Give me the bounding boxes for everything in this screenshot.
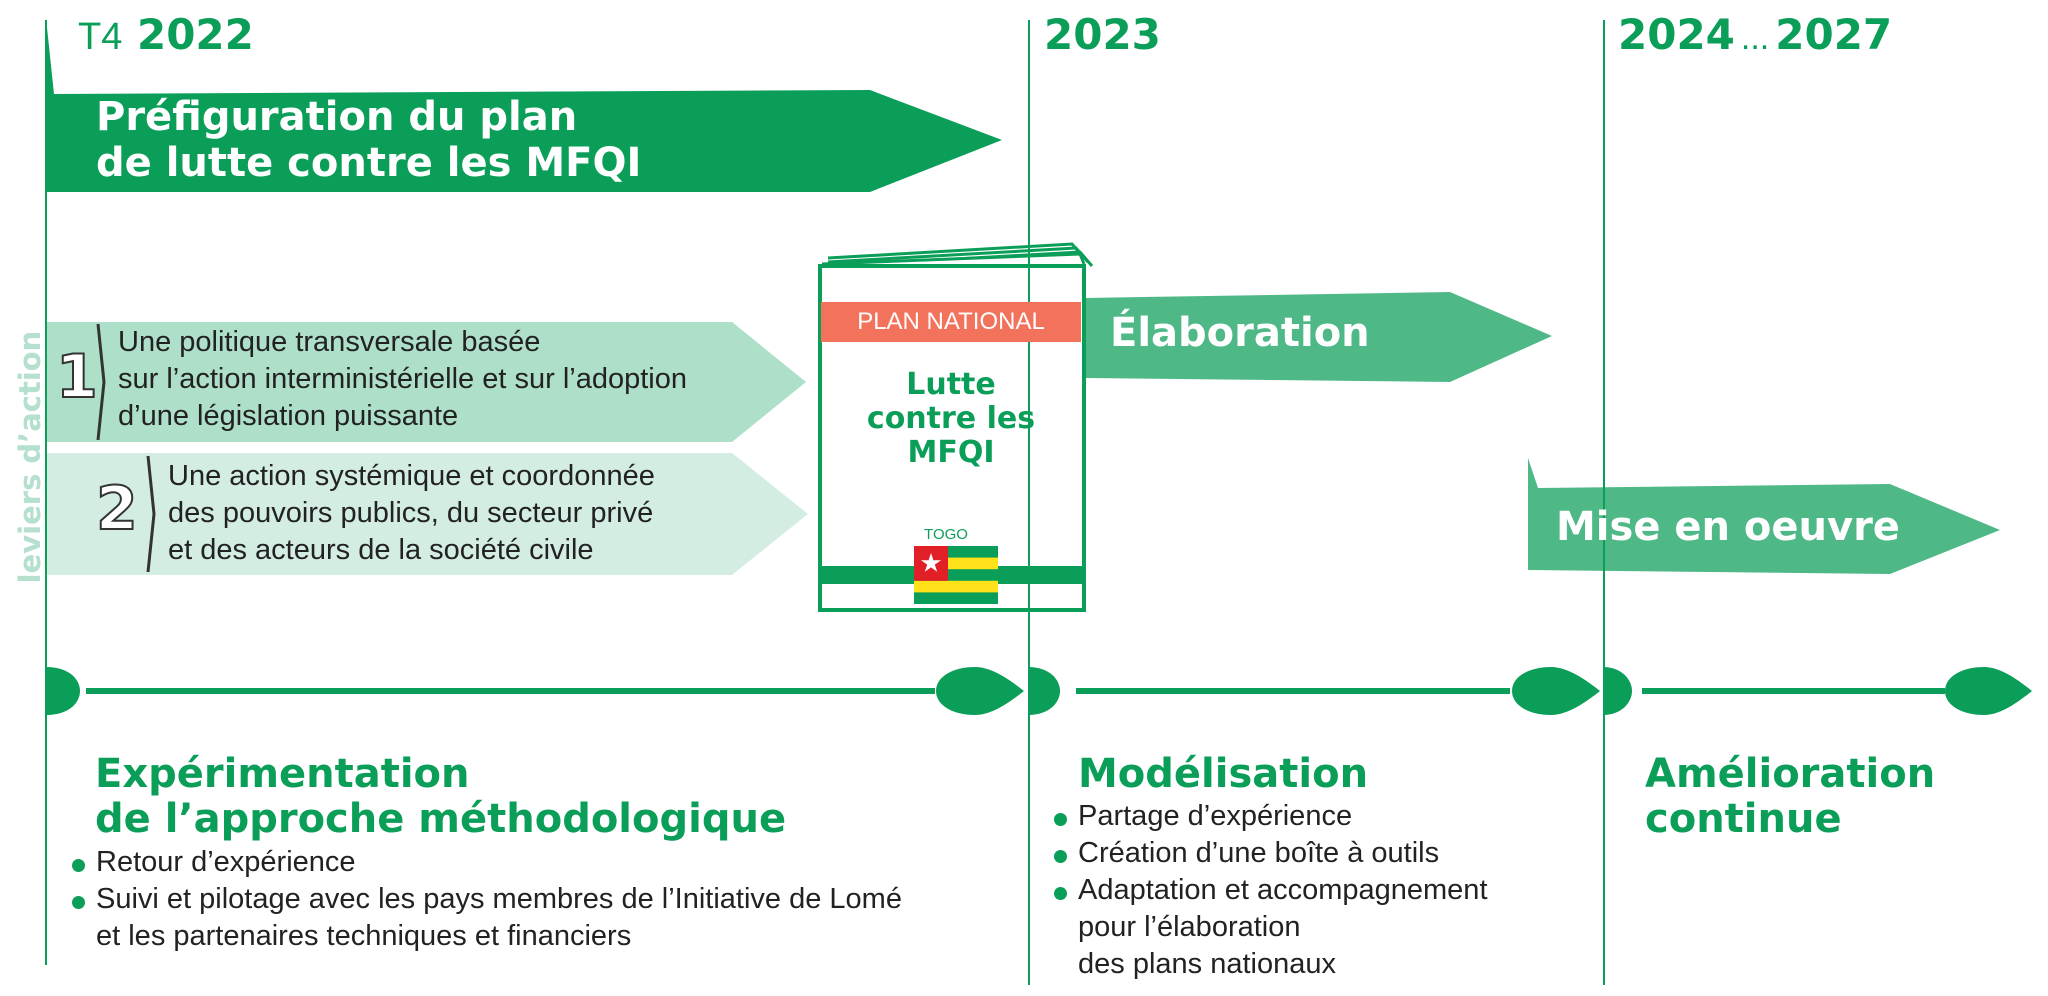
levers-vertical-label: leviers d’action	[13, 330, 47, 584]
bullet-text: des plans nationaux	[1078, 948, 1336, 980]
booklet-title-line: MFQI	[907, 435, 995, 470]
lever-2-number: 2	[95, 473, 139, 545]
togo-flag	[914, 546, 998, 604]
bullet-text: Retour d’expérience	[96, 846, 356, 878]
phase-2-bullets: Partage d’expérience Création d’une boît…	[1054, 798, 1488, 983]
booklet-title-line: Lutte	[906, 367, 996, 402]
phase-2-title-line: Modélisation	[1078, 751, 1369, 797]
lever-2-separator	[146, 455, 156, 573]
booklet-country-label: TOGO	[924, 526, 968, 543]
phase-3-title: Amélioration continue	[1645, 752, 1935, 842]
bullet-item: Adaptation et accompagnement pour l’élabo…	[1054, 872, 1488, 983]
lever-1-line: Une politique transversale basée	[118, 326, 541, 358]
year-divider-2023	[1028, 20, 1030, 985]
year-2022-label: T4 2022	[78, 10, 254, 59]
bullet-item: Partage d’expérience	[1054, 798, 1488, 835]
lever-1-text: Une politique transversale basée sur l’a…	[118, 324, 687, 435]
bullet-item: Création d’une boîte à outils	[1054, 835, 1488, 872]
lever-1-line: sur l’action interministérielle et sur l…	[118, 363, 687, 395]
phase-1-title-line: de l’approche méthodologique	[95, 796, 787, 842]
bullet-text: Partage d’expérience	[1078, 800, 1353, 832]
lever-1-number: 1	[55, 341, 99, 413]
lever-2-line: et des acteurs de la société civile	[168, 534, 594, 566]
bullet-text: Création d’une boîte à outils	[1078, 837, 1440, 869]
year-2022: 2022	[136, 10, 254, 59]
phase-1-bullets: Retour d’expérience Suivi et pilotage av…	[72, 844, 902, 955]
elaboration-label: Élaboration	[1110, 310, 1370, 356]
year-divider-2022	[45, 20, 47, 965]
bullet-text: pour l’élaboration	[1078, 911, 1301, 943]
year-2023: 2023	[1044, 10, 1161, 59]
mise-en-oeuvre-arrow	[1528, 458, 2000, 574]
year-2027: 2027	[1775, 10, 1893, 59]
lever-2-line: Une action systémique et coordonnée	[168, 460, 655, 492]
year-2024: 2024	[1618, 10, 1735, 59]
lever-1-line: d’une législation puissante	[118, 400, 459, 432]
booklet-title-line: contre les	[866, 401, 1036, 436]
lever-2-line: des pouvoirs publics, du secteur privé	[168, 497, 654, 529]
booklet-title: Lutte contre les MFQI	[826, 368, 1076, 470]
bullet-item: Suivi et pilotage avec les pays membres …	[72, 881, 902, 955]
phase-1-title-line: Expérimentation	[95, 751, 470, 797]
prefiguration-banner	[46, 18, 1002, 192]
lever-1-arrow	[46, 322, 806, 442]
phase-3-title-line: continue	[1645, 796, 1842, 842]
bullet-text: Adaptation et accompagnement	[1078, 874, 1488, 906]
quarter-label: T4	[78, 16, 123, 58]
bullet-text: et les partenaires techniques et financi…	[96, 920, 632, 952]
bullet-text: Suivi et pilotage avec les pays membres …	[96, 883, 902, 915]
year-divider-2024	[1603, 20, 1605, 985]
phase-2-title: Modélisation	[1078, 752, 1368, 797]
year-ellipsis: ...	[1740, 19, 1770, 57]
prefiguration-line-2: de lutte contre les MFQI	[96, 140, 642, 186]
elaboration-arrow	[1085, 292, 1552, 382]
mise-en-oeuvre-label: Mise en oeuvre	[1556, 504, 1900, 550]
bullet-item: Retour d’expérience	[72, 844, 902, 881]
phase-3-title-line: Amélioration	[1645, 751, 1936, 797]
phase-1-title: Expérimentation de l’approche méthodolog…	[95, 752, 786, 842]
year-range-label: 2024...2027	[1618, 10, 1892, 59]
prefiguration-title: Préfiguration du plan de lutte contre le…	[96, 94, 641, 186]
lever-2-text: Une action systémique et coordonnée des …	[168, 458, 655, 569]
timeline-bar	[46, 667, 2032, 715]
lever-2-arrow	[46, 453, 808, 575]
lever-1-separator	[96, 323, 106, 441]
booklet-band-label: PLAN NATIONAL	[821, 302, 1081, 342]
prefiguration-line-1: Préfiguration du plan	[96, 94, 578, 140]
